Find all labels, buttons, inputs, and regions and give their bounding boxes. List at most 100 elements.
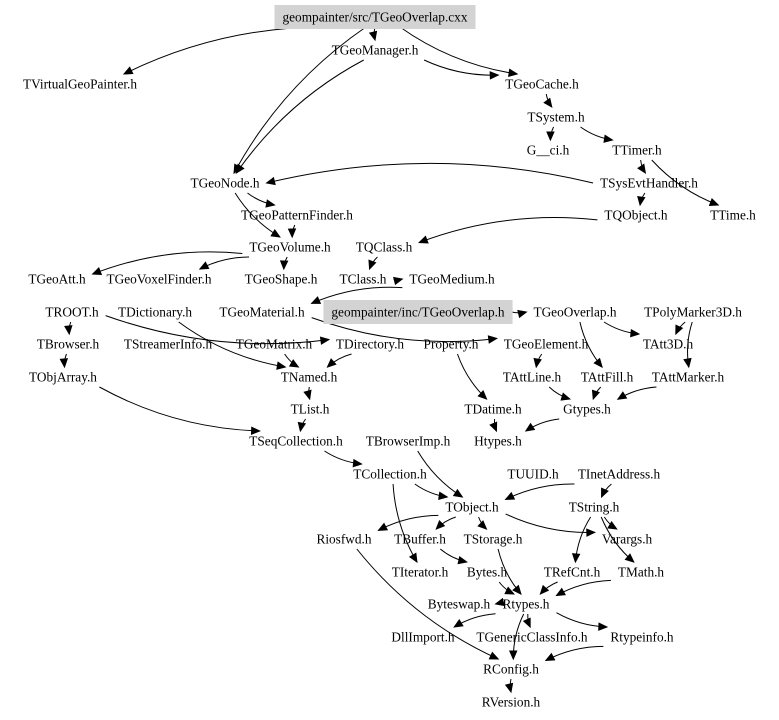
graph-node-tinetaddress[interactable]: TInetAddress.h [578,467,661,482]
arrowhead-icon [489,421,498,433]
arrowhead-icon [452,488,464,498]
graph-node-tuuid[interactable]: TUUID.h [507,467,559,482]
arrowhead-icon [477,390,488,400]
arrowhead-icon [288,359,300,368]
graph-node-tbuffer[interactable]: TBuffer.h [394,532,446,547]
graph-node-bytes[interactable]: Bytes.h [467,565,508,580]
arrowhead-icon [504,491,516,500]
graph-node-tattfill[interactable]: TAttFill.h [581,370,634,385]
arrowhead-icon [368,30,378,42]
graph-node-tattmarker[interactable]: TAttMarker.h [652,370,725,385]
graph-node-tobjarray[interactable]: TObjArray.h [29,370,97,385]
node-label: TGeoAtt.h [28,272,86,287]
graph-node-tqobject[interactable]: TQObject.h [604,208,667,223]
arrowhead-icon [539,584,550,595]
node-label: DllImport.h [391,630,455,645]
graph-node-htypes[interactable]: Htypes.h [474,434,522,449]
graph-node-tqclass[interactable]: TQClass.h [356,240,413,255]
graph-node-titerator[interactable]: TIterator.h [392,565,449,580]
graph-node-rtypes[interactable]: Rtypes.h [503,597,550,612]
graph-node-riosfwd[interactable]: Riosfwd.h [316,532,371,547]
graph-node-trefcnt[interactable]: TRefCnt.h [544,565,601,580]
graph-node-tmath[interactable]: TMath.h [618,565,665,580]
arrowhead-icon [303,389,312,401]
graph-node-tcollection[interactable]: TCollection.h [353,467,427,482]
node-label: TVirtualGeoPainter.h [23,77,137,92]
graph-node-tdatime[interactable]: TDatime.h [464,402,522,417]
graph-node-tgeovolume[interactable]: TGeoVolume.h [249,240,331,255]
graph-node-property[interactable]: Property.h [424,337,479,352]
graph-node-tgeocache[interactable]: TGeoCache.h [505,77,579,92]
arrowhead-icon [508,68,519,77]
graph-node-tclass[interactable]: TClass.h [340,272,387,287]
graph-node-tbrowserimp[interactable]: TBrowserImp.h [366,434,451,449]
node-label: TGeoMedium.h [409,272,495,287]
graph-node-tattline[interactable]: TAttLine.h [503,370,562,385]
node-label: TSystem.h [527,110,585,125]
graph-node-src[interactable]: geompainter/src/TGeoOverlap.cxx [274,5,476,29]
arrowhead-icon [276,361,287,370]
graph-node-gtypes[interactable]: Gtypes.h [563,402,611,417]
node-label: TClass.h [340,272,387,287]
graph-node-tgeoatt[interactable]: TGeoAtt.h [28,272,86,287]
graph-node-tstring[interactable]: TString.h [569,500,620,515]
node-label: TDirectory.h [336,337,405,352]
node-label: TAtt3D.h [643,337,694,352]
graph-node-tgeonode[interactable]: TGeoNode.h [190,176,259,191]
graph-node-tgeomaterial[interactable]: TGeoMaterial.h [219,305,305,320]
node-label: TRefCnt.h [544,565,601,580]
node-label: TQObject.h [604,208,667,223]
graph-node-rconfig[interactable]: RConfig.h [483,662,539,677]
graph-node-tgeomedium[interactable]: TGeoMedium.h [409,272,495,287]
graph-node-g__ci[interactable]: G__ci.h [527,143,570,158]
graph-node-tsystem[interactable]: TSystem.h [527,110,585,125]
arrowhead-icon [235,163,245,175]
arrowhead-icon [408,552,418,564]
graph-node-tlist[interactable]: TList.h [291,402,330,417]
arrowhead-icon [250,426,261,435]
graph-node-tnamed[interactable]: TNamed.h [281,370,338,385]
arrowhead-icon [457,555,468,565]
node-label: TList.h [291,402,330,417]
arrowhead-icon [265,199,276,208]
graph-node-tseqcollection[interactable]: TSeqCollection.h [249,434,343,449]
graph-node-tbrowser[interactable]: TBrowser.h [37,337,100,352]
graph-node-tatt3d[interactable]: TAtt3D.h [643,337,694,352]
graph-node-byteswap[interactable]: Byteswap.h [428,597,491,612]
graph-node-tstreamerinfo[interactable]: TStreamerInfo.h [124,337,213,352]
graph-node-rtypeinfo[interactable]: Rtypeinfo.h [610,630,674,645]
graph-node-rversion[interactable]: RVersion.h [482,695,541,710]
graph-node-tobject[interactable]: TObject.h [445,500,499,515]
graph-node-incoverlap[interactable]: geompainter/inc/TGeoOverlap.h [323,300,513,324]
graph-node-varargs[interactable]: Varargs.h [602,532,653,547]
arrowhead-icon [198,261,210,270]
arrowhead-icon [487,335,498,344]
node-label: geompainter/src/TGeoOverlap.cxx [283,10,468,25]
graph-node-tgeomanager[interactable]: TGeoManager.h [332,43,419,58]
graph-node-tdictionary[interactable]: TDictionary.h [118,305,192,320]
graph-node-tgeopatternfinder[interactable]: TGeoPatternFinder.h [241,208,353,223]
graph-node-tstorage[interactable]: TStorage.h [464,532,523,547]
graph-node-tgeoshape[interactable]: TGeoShape.h [245,272,318,287]
node-label: TBrowserImp.h [366,434,451,449]
graph-node-tgeooverlap[interactable]: TGeoOverlap.h [533,305,616,320]
arrowhead-icon [544,652,556,662]
graph-node-troot[interactable]: TROOT.h [45,305,99,320]
arrowhead-icon [418,235,429,244]
graph-node-ttimer[interactable]: TTimer.h [612,143,662,158]
graph-node-dllimport[interactable]: DllImport.h [391,630,455,645]
graph-node-tvirtualgeopainter[interactable]: TVirtualGeoPainter.h [23,77,137,92]
arrowhead-icon [571,553,581,564]
arrowhead-icon [524,422,536,432]
arrowhead-icon [435,519,446,530]
graph-node-tsysevthandler[interactable]: TSysEvtHandler.h [600,176,698,191]
graph-node-tgeomatrix[interactable]: TGeoMatrix.h [236,337,313,352]
graph-node-tgeovoxelfinder[interactable]: TGeoVoxelFinder.h [106,272,211,287]
graph-node-tgeoelement[interactable]: TGeoElement.h [504,337,589,352]
graph-node-tpolymarker3d[interactable]: TPolyMarker3D.h [644,305,742,320]
graph-node-ttime[interactable]: TTime.h [710,208,756,223]
graph-node-tdirectory[interactable]: TDirectory.h [336,337,405,352]
edge-tgeomanager-to-tgeonode [235,59,364,174]
graph-node-tgenericclassinfo[interactable]: TGenericClassInfo.h [476,630,587,645]
edges-layer [59,26,720,694]
